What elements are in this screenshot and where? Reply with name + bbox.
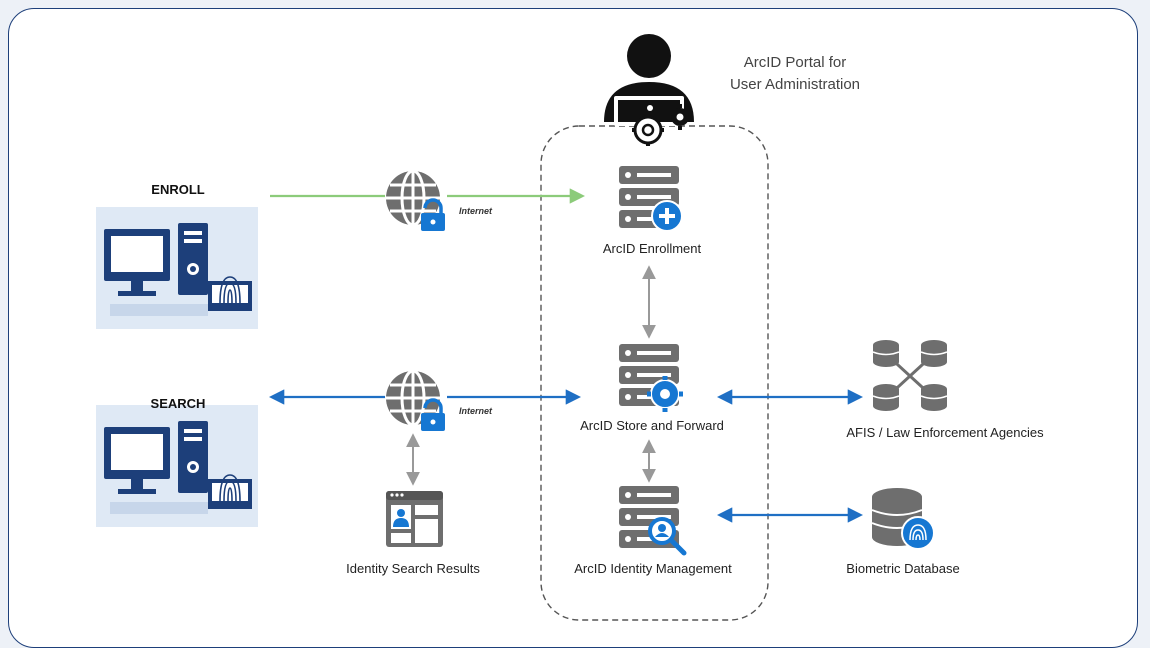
- enroll-workstation-icon: [95, 206, 259, 330]
- internet-globe-icon: [384, 369, 447, 433]
- search-results-label: Identity Search Results: [346, 561, 480, 576]
- identity-management-label: ArcID Identity Management: [574, 561, 732, 576]
- identity-management-server-icon: [619, 486, 687, 556]
- enrollment-server-icon: [619, 166, 683, 232]
- enrollment-label: ArcID Enrollment: [602, 241, 702, 256]
- search-workstation-icon: [95, 404, 259, 528]
- search-label: SEARCH: [150, 396, 206, 411]
- afis-label: AFIS / Law Enforcement Agencies: [846, 425, 1044, 440]
- store-forward-server-icon: [619, 344, 683, 412]
- portal-label: ArcID Portal for User Administration: [700, 52, 890, 96]
- afis-databases-icon: [872, 340, 948, 411]
- admin-user-icon: [604, 34, 694, 126]
- internet-globe-icon: [384, 169, 447, 233]
- search-results-icon: [386, 491, 443, 547]
- portal-label-line2: User Administration: [729, 76, 861, 93]
- store-forward-label: ArcID Store and Forward: [580, 418, 724, 433]
- gear-icon: [632, 104, 693, 146]
- portal-label-line1: ArcID Portal for: [743, 54, 847, 71]
- internet-label-search: Internet: [459, 406, 493, 416]
- enroll-label: ENROLL: [151, 182, 205, 197]
- biometric-database-icon: [871, 488, 935, 550]
- internet-label-enroll: Internet: [459, 206, 493, 216]
- biometric-database-label: Biometric Database: [846, 561, 960, 576]
